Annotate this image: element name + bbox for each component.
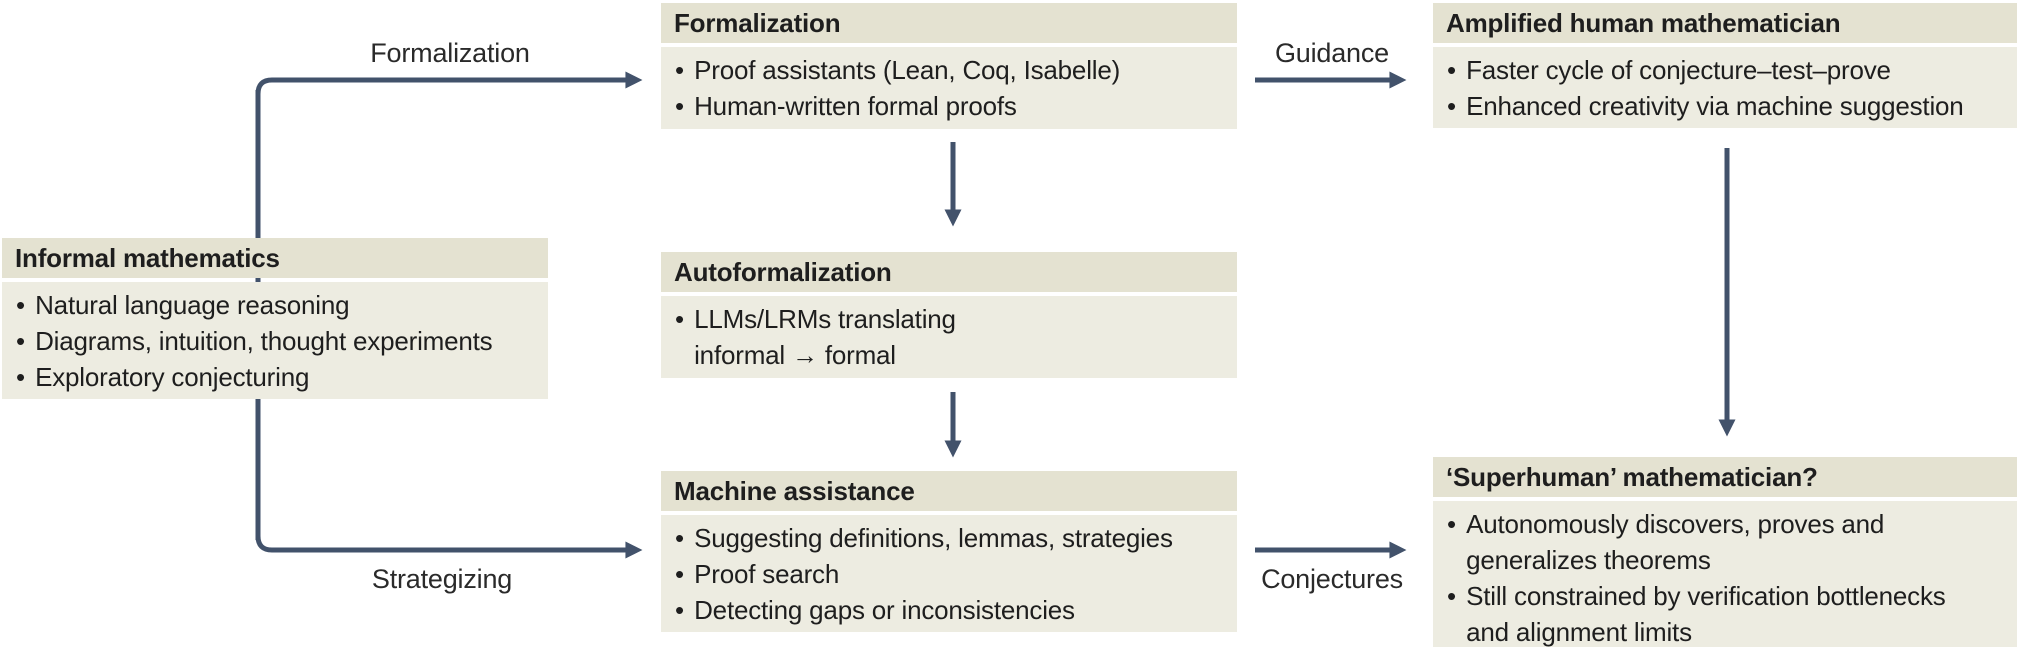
box-title: Amplified human mathematician [1433,3,2017,43]
bullet-icon: • [675,55,685,85]
arrow-formalization [255,71,643,95]
box-superhuman-mathematician: ‘Superhuman’ mathematician? • Autonomous… [1433,457,2017,647]
list-item: • Faster cycle of conjecture–test–prove [1447,52,2005,88]
box-title: ‘Superhuman’ mathematician? [1433,457,2017,497]
box-body: • LLMs/LRMs translating informal → forma… [661,296,1237,378]
list-item: • Suggesting definitions, lemmas, strate… [675,520,1225,556]
list-item: • Proof search [675,556,1225,592]
bullet-icon: • [1447,509,1457,539]
bullet-icon: • [16,326,26,356]
list-item-text: Exploratory conjecturing [35,362,310,392]
list-item: • Enhanced creativity via machine sugges… [1447,88,2005,124]
box-informal-mathematics: Informal mathematics • Natural language … [2,238,548,399]
list-item: • Autonomously discovers, proves and gen… [1447,506,2005,578]
bullet-icon: • [16,362,26,392]
list-item-text: Detecting gaps or inconsistencies [694,595,1075,625]
bullet-icon: • [675,559,685,589]
list-item-text: Natural language reasoning [35,290,350,320]
bullet-icon: • [1447,581,1457,611]
list-item-text: Faster cycle of conjecture–test–prove [1466,55,1891,85]
bullet-icon: • [675,523,685,553]
box-machine-assistance: Machine assistance • Suggesting definiti… [661,471,1237,632]
list-item-text: Human-written formal proofs [694,91,1017,121]
box-title: Machine assistance [661,471,1237,511]
box-body: • Faster cycle of conjecture–test–prove … [1433,47,2017,128]
arrow-label-conjectures: Conjectures [1261,564,1403,594]
arrow-label-guidance: Guidance [1275,38,1389,68]
list-item-text: Proof search [694,559,840,589]
list-item: • Human-written formal proofs [675,88,1225,124]
bullet-icon: • [675,304,685,334]
list-item-text: Suggesting definitions, lemmas, strategi… [694,523,1173,553]
box-title: Informal mathematics [2,238,548,278]
list-item: • LLMs/LRMs translating informal → forma… [675,301,1225,373]
list-item-text: Proof assistants (Lean, Coq, Isabelle) [694,55,1121,85]
bullet-icon: • [675,91,685,121]
box-amplified-human-mathematician: Amplified human mathematician • Faster c… [1433,3,2017,128]
arrow-strategizing [255,535,643,559]
list-item-text: Enhanced creativity via machine suggesti… [1466,91,1964,121]
list-item: • Exploratory conjecturing [16,359,536,395]
box-body: • Autonomously discovers, proves and gen… [1433,501,2017,647]
bullet-icon: • [675,595,685,625]
list-item: • Proof assistants (Lean, Coq, Isabelle) [675,52,1225,88]
box-title: Formalization [661,3,1237,43]
bullet-icon: • [16,290,26,320]
box-body: • Natural language reasoning • Diagrams,… [2,282,548,399]
list-item: • Diagrams, intuition, thought experimen… [16,323,536,359]
list-item: • Detecting gaps or inconsistencies [675,592,1225,628]
list-item-text: Autonomously discovers, proves and gener… [1466,509,1885,575]
arrow-label-strategizing: Strategizing [371,564,513,594]
list-item: • Natural language reasoning [16,287,536,323]
bullet-icon: • [1447,91,1457,121]
list-item-text: LLMs/LRMs translating informal → formal [694,304,956,370]
box-title: Autoformalization [661,252,1237,292]
box-autoformalization: Autoformalization • LLMs/LRMs translatin… [661,252,1237,378]
bullet-icon: • [1447,55,1457,85]
list-item-text: Diagrams, intuition, thought experiments [35,326,493,356]
list-item-text: Still constrained by verification bottle… [1466,581,1946,647]
list-item: • Still constrained by verification bott… [1447,578,2005,647]
box-body: • Proof assistants (Lean, Coq, Isabelle)… [661,47,1237,129]
box-formalization: Formalization • Proof assistants (Lean, … [661,3,1237,129]
box-body: • Suggesting definitions, lemmas, strate… [661,515,1237,632]
arrow-label-formalization: Formalization [370,38,530,68]
